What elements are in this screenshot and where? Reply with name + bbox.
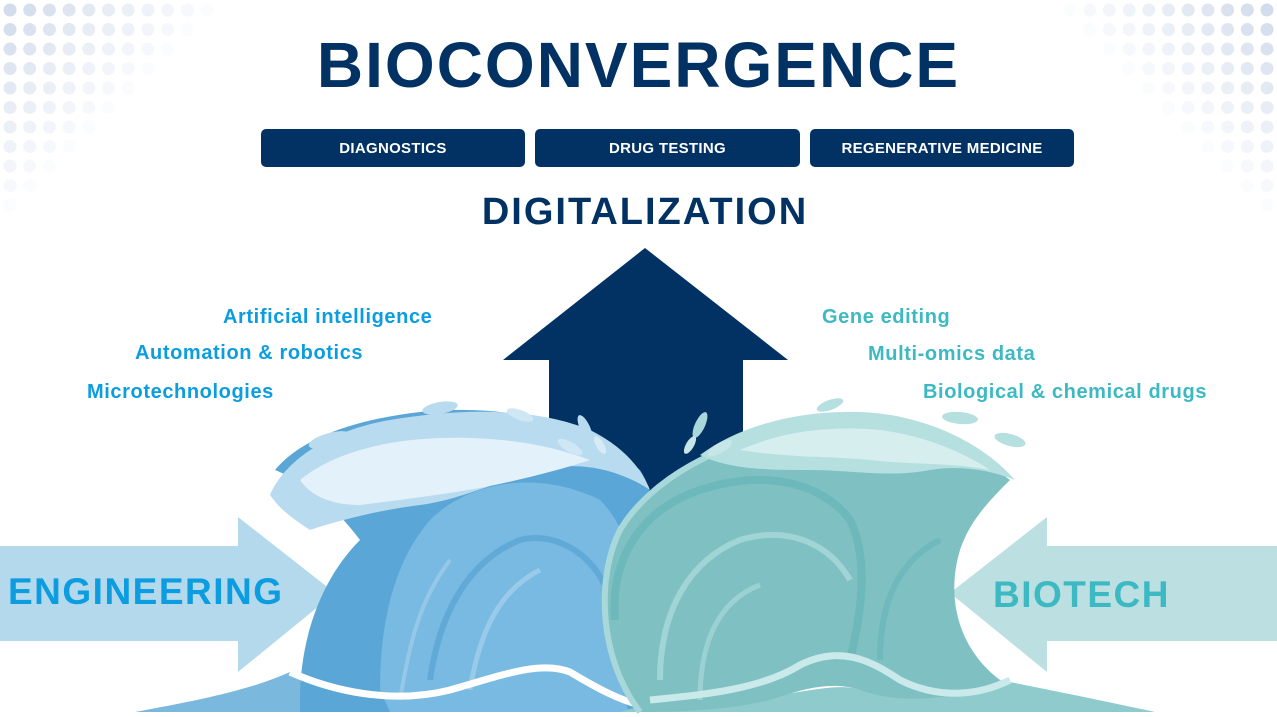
application-label: DIAGNOSTICS [339,139,447,157]
page-title: BIOCONVERGENCE [316,29,961,101]
engineering-arrow-icon [0,517,335,672]
dot-pattern-left [3,3,214,212]
biotech-wave-icon [601,398,1155,714]
application-regenerative-medicine: REGENERATIVE MEDICINE [810,129,1074,167]
biotech-arrow-icon [950,517,1277,672]
engineering-item-ai: Artificial intelligence [223,306,433,328]
application-diagnostics: DIAGNOSTICS [261,129,525,167]
engineering-item-automation: Automation & robotics [135,342,364,364]
biotech-item-multiomics: Multi-omics data [868,343,1036,365]
biotech-item-gene-editing: Gene editing [822,306,951,328]
application-label: DRUG TESTING [609,139,726,157]
application-drug-testing: DRUG TESTING [535,129,800,167]
application-label: REGENERATIVE MEDICINE [841,139,1043,157]
engineering-item-microtech: Microtechnologies [87,381,274,403]
biotech-label: BIOTECH [993,574,1170,615]
engineering-wave-icon [135,401,660,712]
engineering-label: ENGINEERING [8,571,284,612]
digitalization-label: DIGITALIZATION [481,191,809,233]
dot-pattern-right [1063,3,1274,212]
biotech-item-drugs: Biological & chemical drugs [923,381,1208,403]
